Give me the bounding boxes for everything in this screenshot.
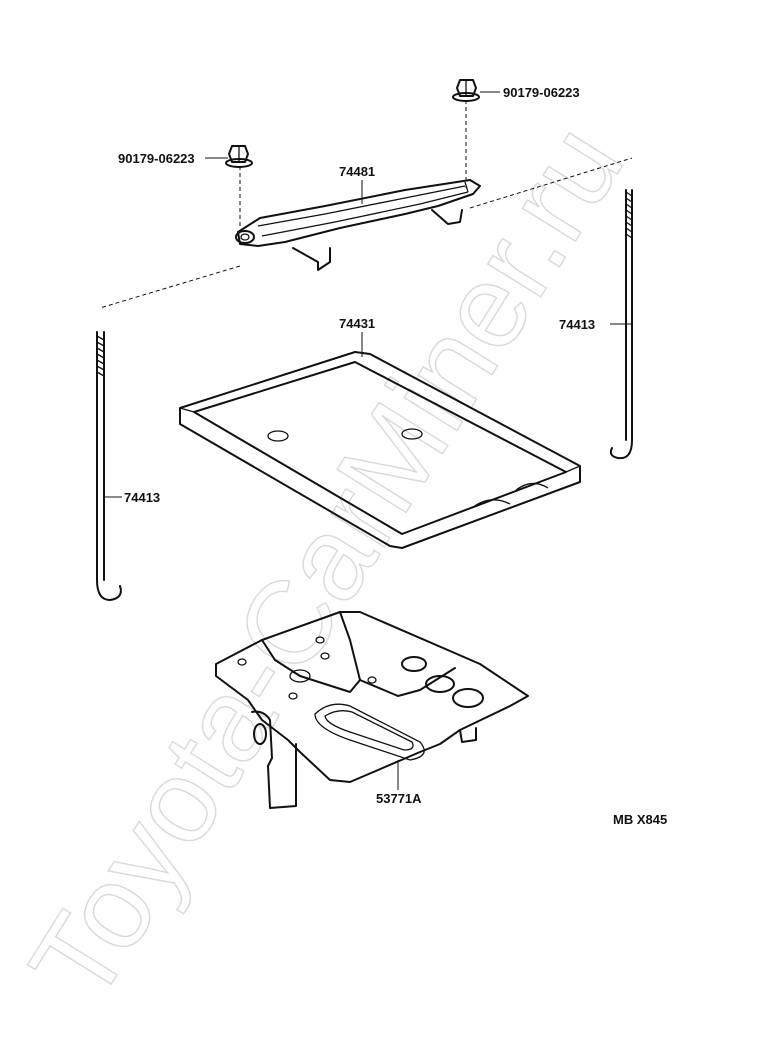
- battery-clamp: [235, 179, 481, 271]
- flange-nut-right: [452, 79, 480, 102]
- hold-down-rod-right: [609, 189, 633, 460]
- label-nut-right: 90179-06223: [503, 85, 580, 100]
- label-clamp: 74481: [339, 164, 375, 179]
- battery-carrier: [215, 611, 529, 809]
- label-rod-left: 74413: [124, 490, 160, 505]
- hold-down-rod-left: [96, 331, 122, 601]
- label-tray: 74431: [339, 316, 375, 331]
- watermark: Toyota-CarMiner.ru: [5, 103, 649, 1024]
- flange-nut-left: [225, 145, 253, 168]
- battery-tray: [179, 351, 581, 549]
- diagram-code: MB X845: [613, 812, 667, 827]
- label-rod-right: 74413: [559, 317, 595, 332]
- label-nut-left: 90179-06223: [118, 151, 195, 166]
- label-carrier: 53771A: [376, 791, 422, 806]
